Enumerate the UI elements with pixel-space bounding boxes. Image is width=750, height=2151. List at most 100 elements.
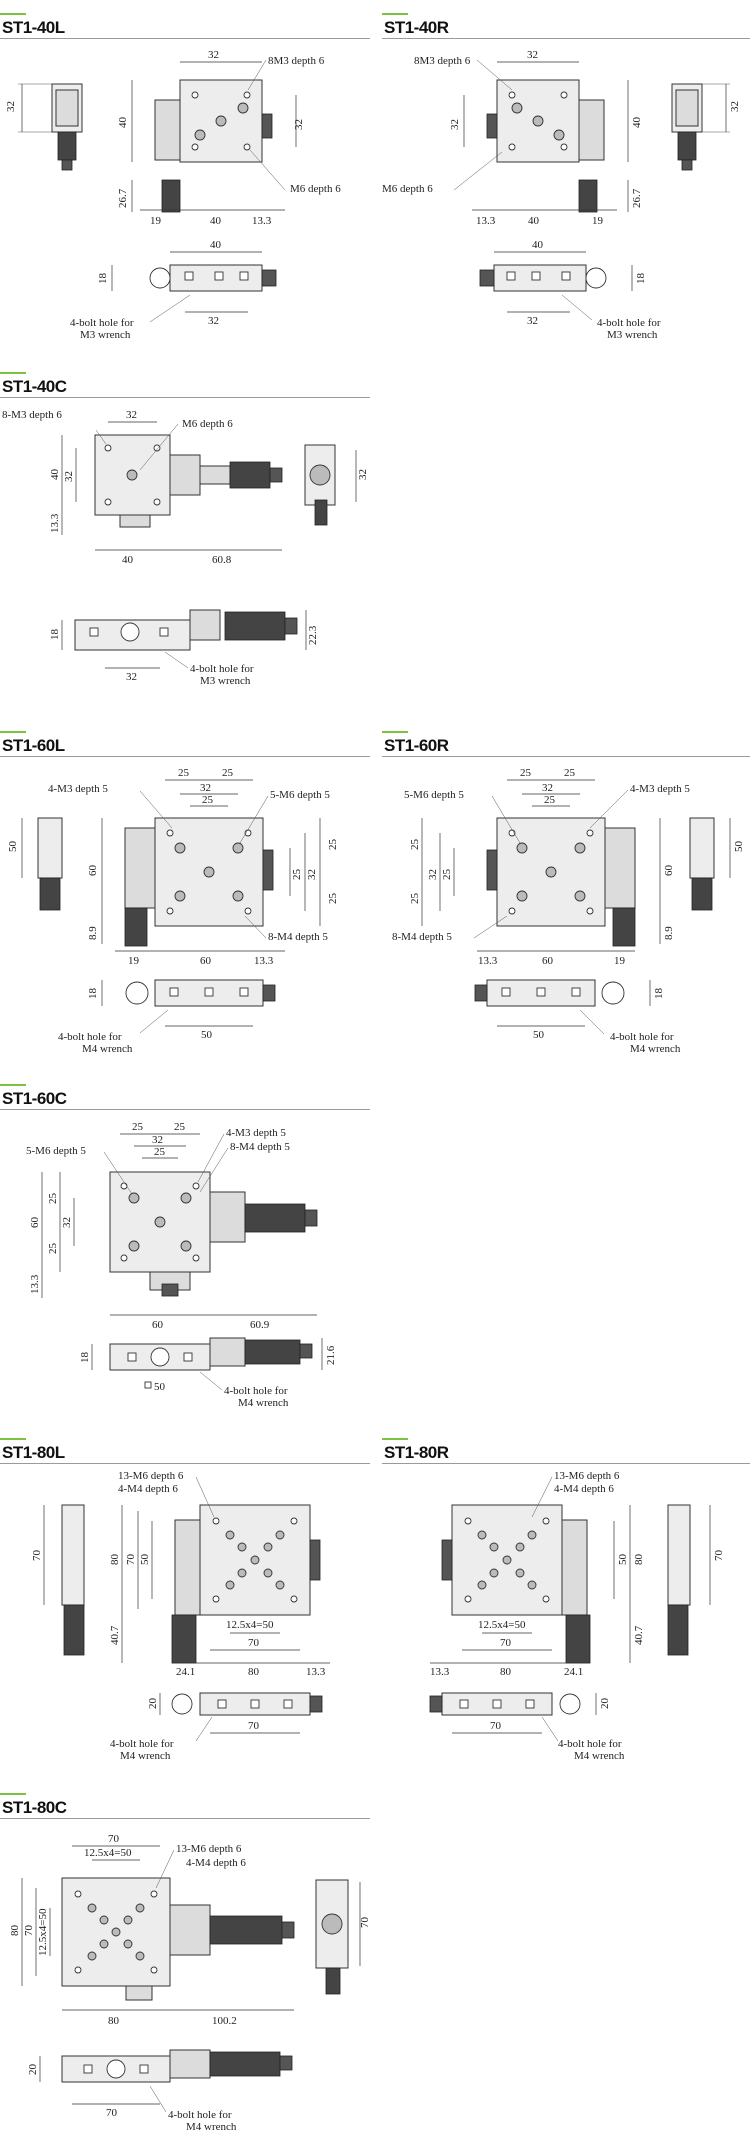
section-rule xyxy=(0,1109,370,1110)
dim-left-25-b: 25 xyxy=(47,1243,59,1255)
dim-32: 32 xyxy=(200,782,211,794)
dim-left-32: 32 xyxy=(61,1217,73,1228)
note-bolt-1: 4-bolt hole for xyxy=(224,1385,288,1397)
dim-25-b: 25 xyxy=(222,767,234,779)
side-view: 70 xyxy=(315,1879,371,1995)
dim-32: 32 xyxy=(5,101,17,112)
dim-80: 80 xyxy=(9,1925,21,1937)
dim-top-70: 70 xyxy=(108,1833,120,1845)
section-rule xyxy=(0,756,370,757)
dim-25-a: 25 xyxy=(178,767,190,779)
dim-40-b: 40 xyxy=(122,554,134,566)
dim-40-7: 40.7 xyxy=(633,1625,645,1645)
dim-18: 18 xyxy=(97,273,109,285)
dim-front-40: 40 xyxy=(210,239,222,251)
dim-bottom-80: 80 xyxy=(108,2015,120,2027)
section-title-st1-80r: ST1-80R xyxy=(384,1443,449,1462)
section-accent xyxy=(0,731,26,733)
note-8m4: 8-M4 depth 5 xyxy=(230,1141,290,1153)
section-title-st1-40r: ST1-40R xyxy=(384,18,449,37)
section-rule xyxy=(382,756,750,757)
side-view: 50 xyxy=(689,817,745,911)
note-bolt-1: 4-bolt hole for xyxy=(597,317,661,329)
section-title-st1-60r: ST1-60R xyxy=(384,736,449,755)
section-accent xyxy=(0,1438,26,1440)
dim-80: 80 xyxy=(633,1554,645,1566)
front-view: 20 70 4-bolt hole for M4 wrench xyxy=(110,1692,323,1762)
note-bolt-1: 4-bolt hole for xyxy=(558,1738,622,1750)
dim-60-9: 60.9 xyxy=(250,1319,270,1331)
drawing-st1-40r: 32 8M3 depth 6 32 40 26.7 M6 depth 6 13.… xyxy=(382,49,741,341)
dim-side-70: 70 xyxy=(713,1550,725,1562)
section-accent xyxy=(0,13,26,15)
note-bolt-1: 4-bolt hole for xyxy=(168,2109,232,2121)
dim-32: 32 xyxy=(542,782,553,794)
dim-13-3: 13.3 xyxy=(254,955,274,967)
dim-24-1: 24.1 xyxy=(176,1666,195,1678)
section-rule xyxy=(0,1463,370,1464)
section-accent xyxy=(382,731,408,733)
note-8m3: 8-M3 depth 6 xyxy=(2,409,62,421)
section-rule xyxy=(382,38,750,39)
front-view: 18 21.6 50 4-bolt hole for M4 wrench xyxy=(79,1337,337,1409)
note-8m4: 8-M4 depth 5 xyxy=(392,931,452,943)
section-accent xyxy=(0,1793,26,1795)
dim-24-1: 24.1 xyxy=(564,1666,583,1678)
section-title-st1-80c: ST1-80C xyxy=(2,1798,67,1817)
dim-left-25-a: 25 xyxy=(47,1193,59,1205)
section-accent xyxy=(382,1438,408,1440)
front-view: 20 70 4-bolt hole for M4 wrench xyxy=(429,1692,625,1762)
note-4m3: 4-M3 depth 5 xyxy=(630,783,690,795)
dim-13-3: 13.3 xyxy=(252,215,272,227)
dim-19: 19 xyxy=(128,955,140,967)
dim-40: 40 xyxy=(117,117,129,129)
note-m6: M6 depth 6 xyxy=(382,183,433,195)
dim-26-7: 26.7 xyxy=(117,188,129,208)
dim-bottom-60: 60 xyxy=(200,955,212,967)
front-view: 40 18 32 4-bolt hole for M3 wrench xyxy=(70,239,277,341)
section-rule xyxy=(382,1463,750,1464)
note-8m4: 8-M4 depth 5 xyxy=(268,931,328,943)
top-view: 13-M6 depth 6 4-M4 depth 6 80 50 70 40.7… xyxy=(109,1470,330,1678)
dim-right-32: 32 xyxy=(306,869,318,880)
dim-18: 18 xyxy=(79,1352,91,1364)
note-bolt-2: M3 wrench xyxy=(607,329,658,341)
dim-70-b: 70 xyxy=(248,1637,260,1649)
dim-22-3: 22.3 xyxy=(307,625,319,645)
note-4m4: 4-M4 depth 6 xyxy=(554,1483,614,1495)
side-view: 50 xyxy=(7,817,63,911)
dim-25-b: 25 xyxy=(564,767,576,779)
dim-20: 20 xyxy=(27,2064,39,2076)
dim-top-32: 32 xyxy=(126,409,137,421)
dim-19: 19 xyxy=(150,215,162,227)
dim-19: 19 xyxy=(614,955,626,967)
dim-left-32: 32 xyxy=(449,119,461,130)
dim-60: 60 xyxy=(87,865,99,877)
dim-8-9: 8.9 xyxy=(87,926,99,940)
drawing-st1-40l: 32 32 8M3 depth 6 40 32 26.7 M6 depth 6 xyxy=(5,49,341,341)
dim-top-32: 32 xyxy=(527,49,538,61)
dim-front-70: 70 xyxy=(248,1720,260,1732)
dim-80: 80 xyxy=(109,1554,121,1566)
dim-25-b: 25 xyxy=(174,1121,186,1133)
dim-bottom-40: 40 xyxy=(210,215,222,227)
dim-left-32: 32 xyxy=(427,869,439,880)
note-bolt-2: M4 wrench xyxy=(186,2121,237,2133)
top-view: 70 12.5x4=50 13-M6 depth 6 4-M4 depth 6 … xyxy=(9,1833,295,2027)
side-view: 32 xyxy=(304,444,369,526)
dim-right-25-c: 25 xyxy=(327,893,339,905)
dim-70: 70 xyxy=(125,1554,137,1566)
drawing-st1-60c: 25 25 32 25 4-M3 depth 5 8-M4 depth 5 5-… xyxy=(26,1121,337,1409)
dim-left-25-b: 25 xyxy=(409,839,421,851)
dim-13-3: 13.3 xyxy=(430,1666,450,1678)
dim-front-40: 40 xyxy=(532,239,544,251)
dim-60: 60 xyxy=(29,1217,41,1229)
dim-25-c: 25 xyxy=(544,794,556,806)
dim-13-3: 13.3 xyxy=(478,955,498,967)
dim-18: 18 xyxy=(653,988,665,1000)
dim-left-25-a: 25 xyxy=(441,869,453,881)
dim-front-50: 50 xyxy=(533,1029,545,1041)
note-13m6: 13-M6 depth 6 xyxy=(176,1843,242,1855)
dim-60: 60 xyxy=(663,865,675,877)
note-5m6: 5-M6 depth 5 xyxy=(26,1145,86,1157)
